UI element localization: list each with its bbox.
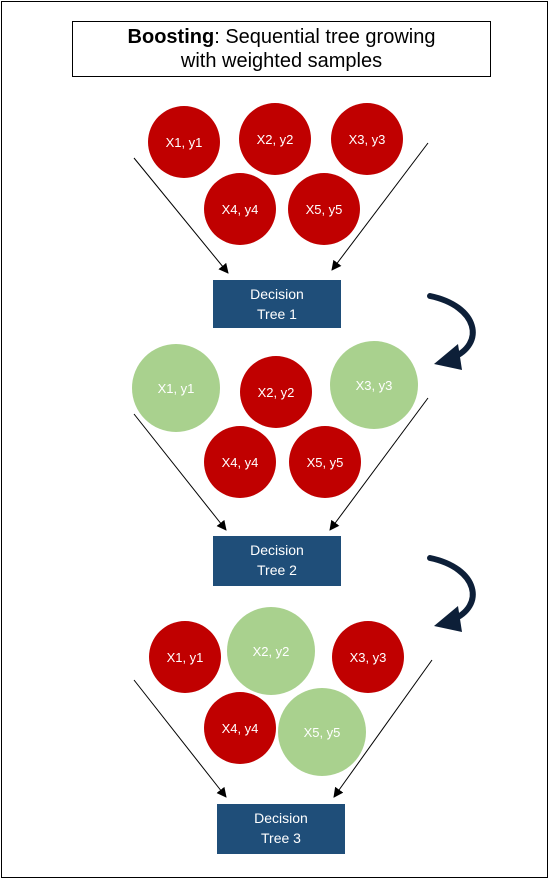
curved-arrow-shaft (427, 555, 476, 623)
curved-arrow-icon (427, 293, 476, 370)
sample-circle (240, 356, 312, 428)
sample-label: X3, y3 (350, 650, 387, 665)
sample-label: X5, y5 (306, 202, 343, 217)
boosting-stage-2: X1, y1 X2, y2 X3, y3 X4, y4 X5, y5 DecisionTr… (132, 341, 429, 586)
sample-label: X1, y1 (166, 135, 203, 150)
sample-label: X2, y2 (253, 644, 290, 659)
decision-tree-box (213, 536, 341, 586)
decision-tree-label-line1: Decision (250, 542, 304, 558)
sample-circle (289, 426, 361, 498)
sample-label: X3, y3 (356, 378, 393, 393)
decision-tree-label-line2: Tree 2 (257, 562, 297, 578)
funnel-arrow (133, 413, 227, 531)
sample-label: X2, y2 (257, 132, 294, 147)
sample-circle (278, 688, 366, 776)
curved-arrow-head (434, 344, 462, 370)
curved-arrow-shaft (427, 293, 476, 361)
sample-label: X4, y4 (222, 455, 259, 470)
decision-tree-box (213, 280, 341, 328)
sample-circle (239, 103, 311, 175)
sample-circle (148, 106, 220, 178)
title-bold-term: Boosting (127, 26, 215, 48)
decision-tree-label-line1: Decision (254, 810, 308, 826)
funnel-arrow (133, 679, 227, 798)
sample-label: X5, y5 (304, 725, 341, 740)
title-line1-rest: : Sequential tree growing (214, 26, 436, 48)
sample-circle (204, 173, 276, 245)
sample-label: X1, y1 (158, 381, 195, 396)
sample-circle (288, 173, 360, 245)
funnel-arrow (333, 659, 433, 798)
sample-circle (204, 426, 276, 498)
sample-label: X5, y5 (307, 455, 344, 470)
title-line2: with weighted samples (180, 50, 383, 72)
diagram-title: Boosting: Sequential tree growing with w… (72, 21, 491, 77)
sample-circle (227, 607, 315, 695)
sample-circle (132, 344, 220, 432)
curved-arrow-icon (427, 555, 476, 632)
decision-tree-label-line2: Tree 1 (257, 306, 297, 322)
decision-tree-box (217, 804, 345, 854)
sample-label: X4, y4 (222, 721, 259, 736)
decision-tree-label-line1: Decision (250, 286, 304, 302)
sample-label: X3, y3 (349, 132, 386, 147)
funnel-arrow (331, 142, 429, 271)
sample-label: X1, y1 (167, 650, 204, 665)
sample-circle (330, 341, 418, 429)
boosting-stage-1: X1, y1 X2, y2 X3, y3 X4, y4 X5, y5 DecisionTr… (133, 103, 429, 328)
decision-tree-label-line2: Tree 3 (261, 830, 301, 846)
curved-arrow-head (434, 606, 462, 632)
sample-circle (332, 621, 404, 693)
sample-label: X4, y4 (222, 202, 259, 217)
funnel-arrow (329, 397, 429, 531)
sample-circle (204, 692, 276, 764)
sample-circle (149, 621, 221, 693)
sample-label: X2, y2 (258, 385, 295, 400)
sample-circle (331, 103, 403, 175)
boosting-stage-3: X1, y1 X2, y2 X3, y3 X4, y4 X5, y5 DecisionTr… (133, 607, 433, 854)
funnel-arrow (133, 157, 229, 274)
